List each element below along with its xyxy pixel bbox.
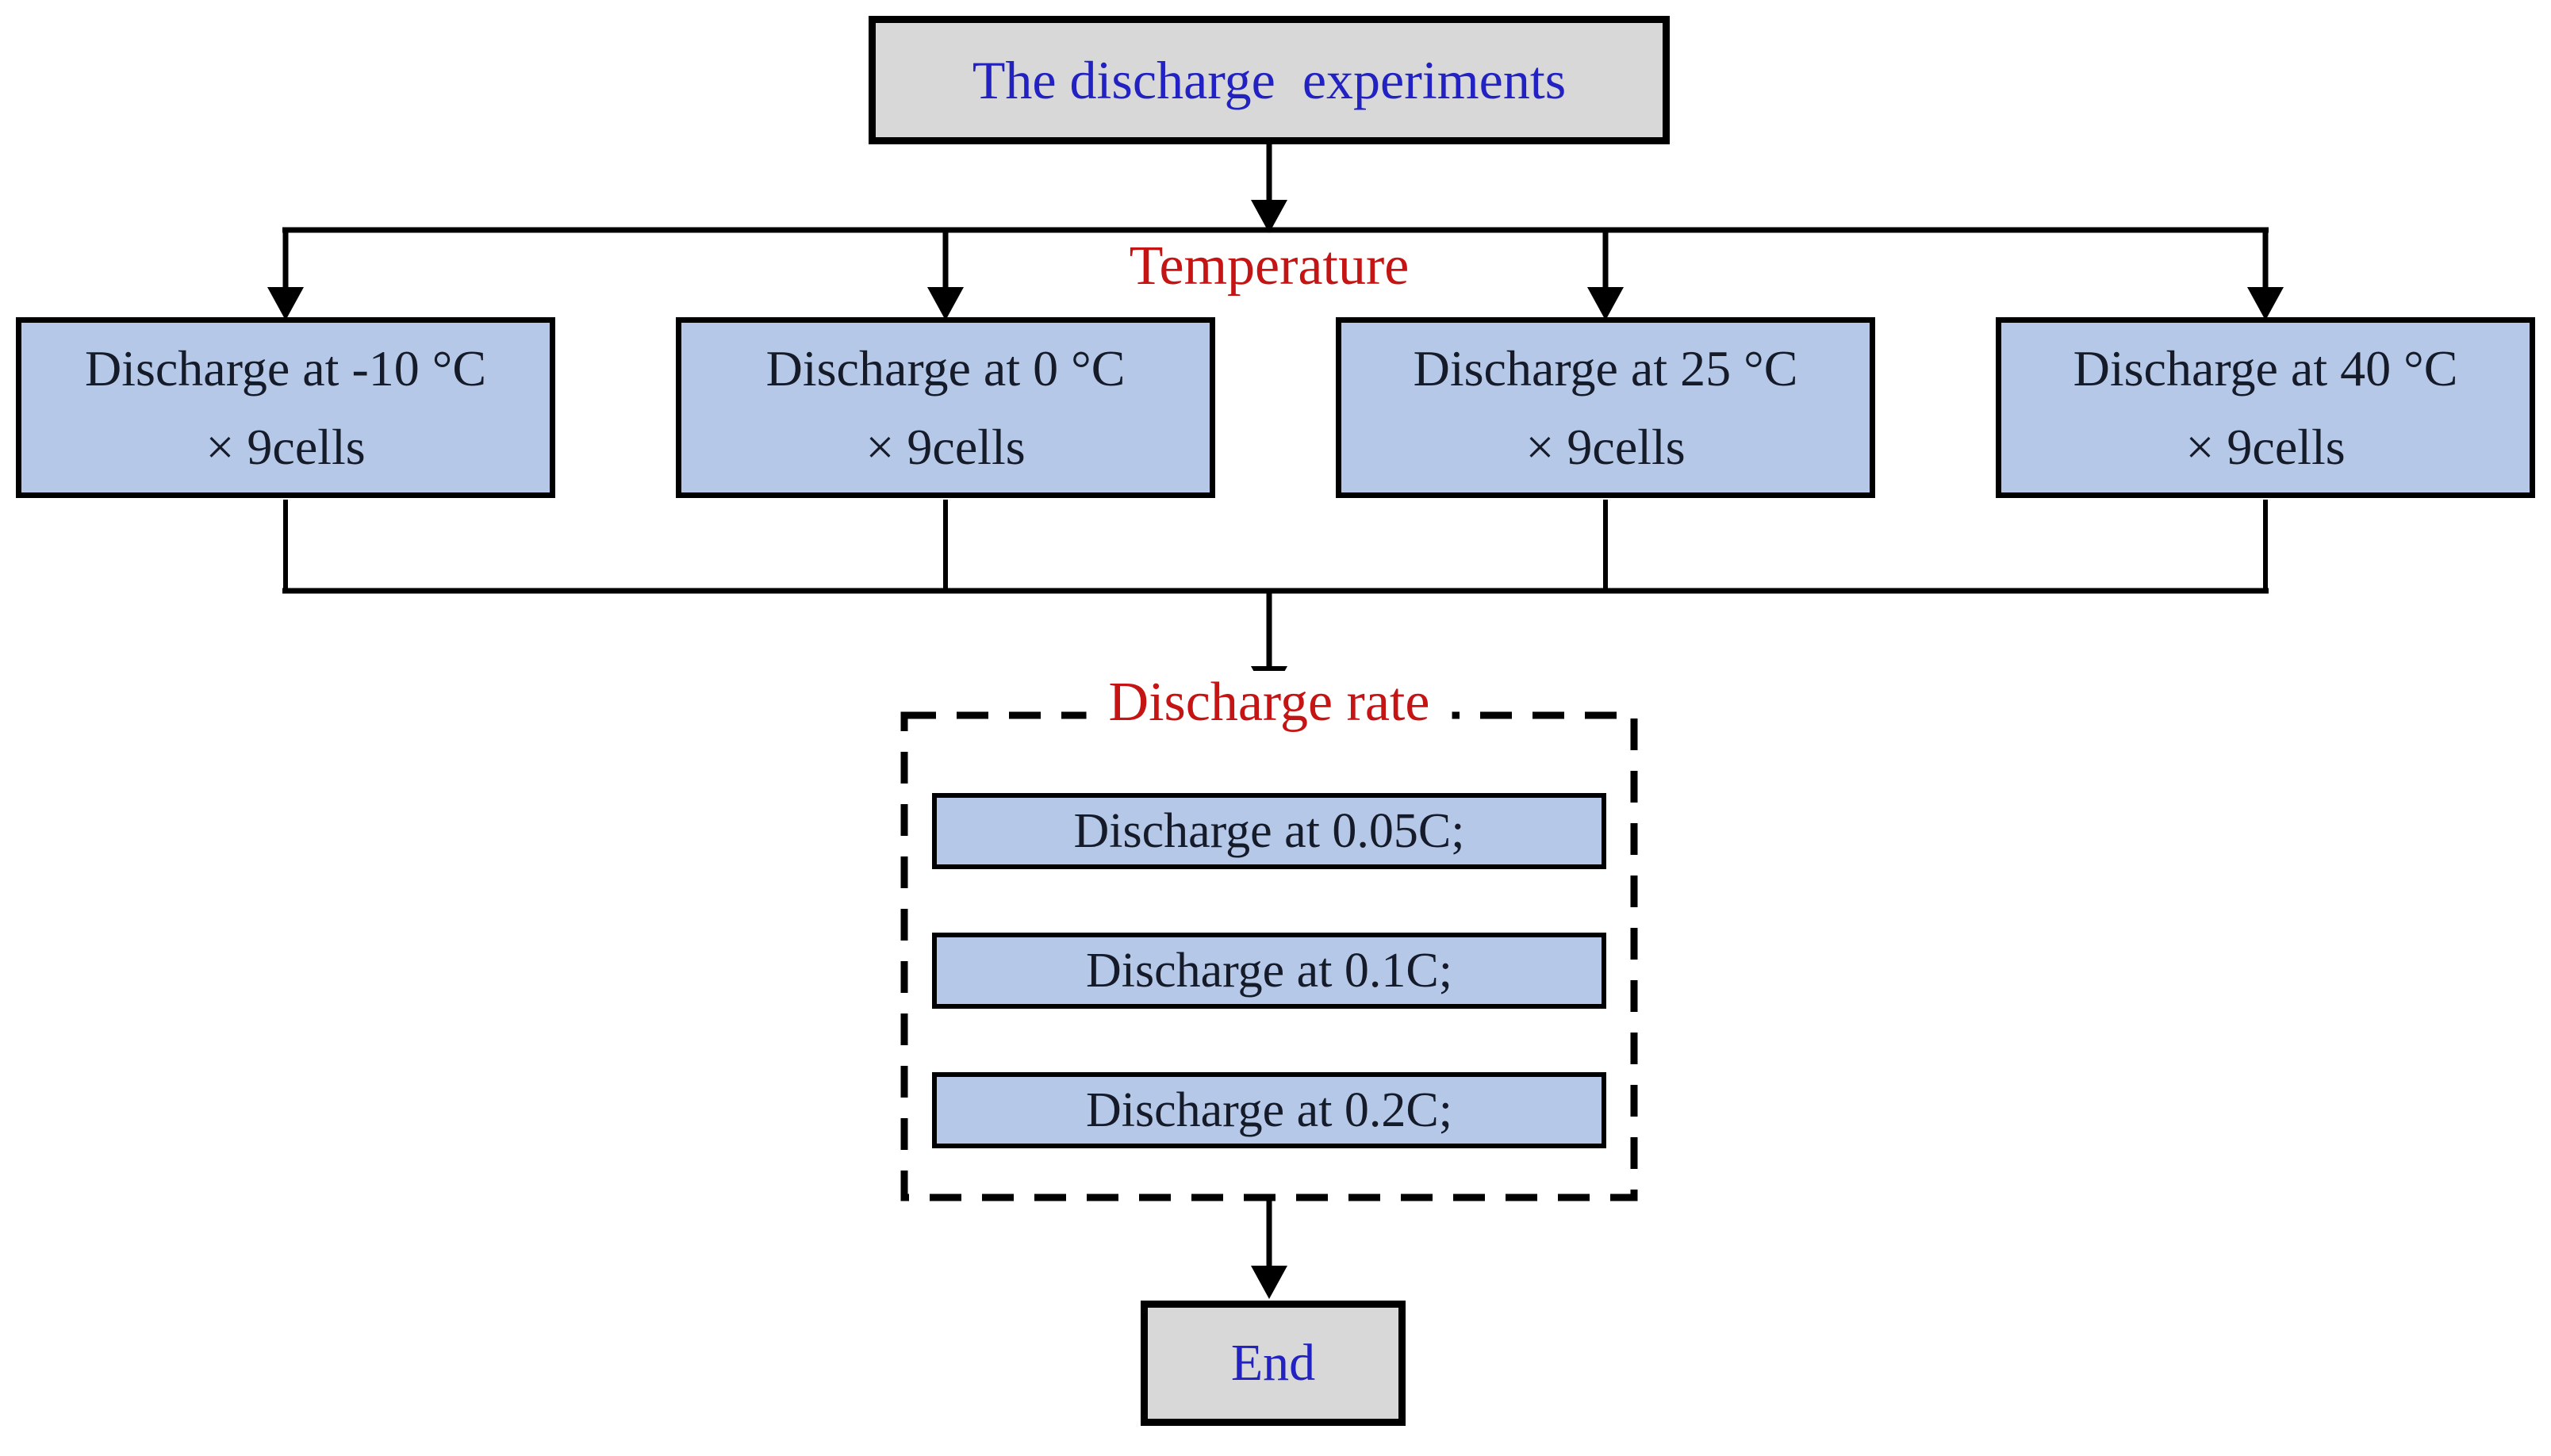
start-node: The discharge experiments xyxy=(869,16,1670,144)
rate-step-node-005c: Discharge at 0.05C; xyxy=(932,793,1606,869)
branch-line1: Discharge at 0 °C xyxy=(765,339,1126,397)
rate-step-label: Discharge at 0.2C; xyxy=(1085,1082,1453,1137)
start-node-label: The discharge experiments xyxy=(972,49,1567,110)
branch-line2: × 9cells xyxy=(2185,419,2346,475)
branch-line1: Discharge at 25 °C xyxy=(1413,339,1798,397)
connector-stems xyxy=(282,143,2269,1269)
branch-node-25c: Discharge at 25 °C × 9cells xyxy=(1336,317,1875,498)
discharge-rate-dashed-border xyxy=(900,711,1638,1201)
branch-node-label: Discharge at 0 °C × 9cells xyxy=(766,329,1126,486)
end-node: End xyxy=(1141,1301,1406,1426)
branch-node-label: Discharge at -10 °C × 9cells xyxy=(85,329,486,486)
rate-step-label: Discharge at 0.1C; xyxy=(1085,943,1453,998)
branch-node-0c: Discharge at 0 °C × 9cells xyxy=(676,317,1215,498)
end-node-label: End xyxy=(1230,1334,1316,1392)
branch-node-label: Discharge at 40 °C × 9cells xyxy=(2073,329,2458,486)
rate-step-node-01c: Discharge at 0.1C; xyxy=(932,933,1606,1009)
branch-line1: Discharge at -10 °C xyxy=(84,339,487,397)
arrowhead-icon xyxy=(2247,287,2284,320)
branch-node-label: Discharge at 25 °C × 9cells xyxy=(1414,329,1798,486)
branch-line2: × 9cells xyxy=(865,419,1026,475)
branch-line1: Discharge at 40 °C xyxy=(2073,339,2458,397)
discharge-rate-section-label: Discharge rate xyxy=(1086,671,1452,734)
rate-step-node-02c: Discharge at 0.2C; xyxy=(932,1072,1606,1148)
branch-line2: × 9cells xyxy=(1525,419,1686,475)
arrowhead-icon xyxy=(1251,200,1287,233)
temperature-section-label: Temperature xyxy=(1129,236,1410,297)
rate-step-label: Discharge at 0.05C; xyxy=(1073,803,1465,858)
branch-line2: × 9cells xyxy=(205,419,366,475)
arrowhead-icon xyxy=(1587,287,1624,320)
branch-node-minus10c: Discharge at -10 °C × 9cells xyxy=(16,317,555,498)
arrowhead-icon xyxy=(267,287,304,320)
discharge-rate-group: Discharge rate Discharge at 0.05C; Disch… xyxy=(904,671,1634,1197)
branch-node-40c: Discharge at 40 °C × 9cells xyxy=(1996,317,2535,498)
arrowhead-icon xyxy=(927,287,964,320)
arrowhead-icon xyxy=(1251,1266,1287,1299)
